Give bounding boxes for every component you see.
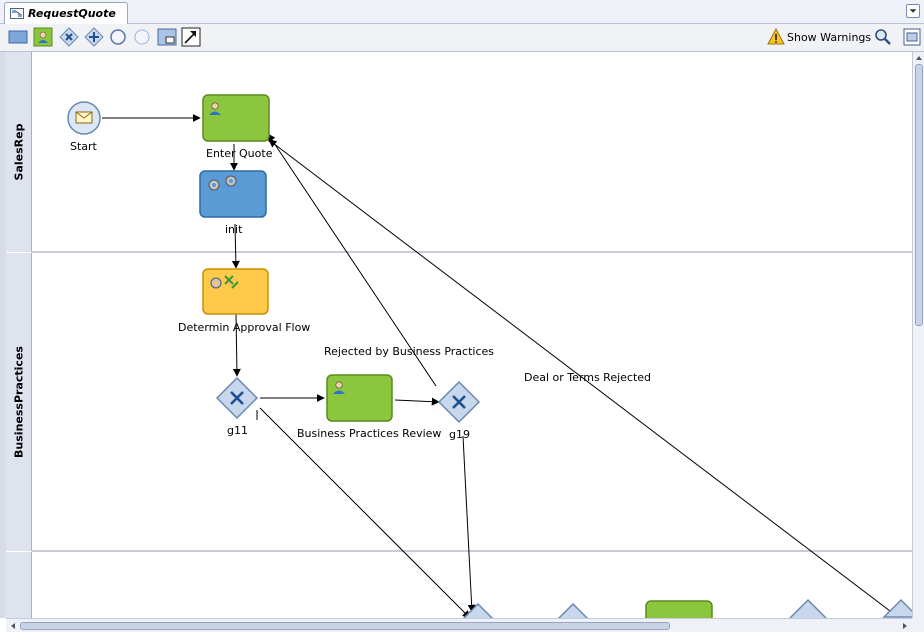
g19-gateway[interactable]	[437, 380, 481, 424]
scroll-up-icon[interactable]	[914, 53, 924, 63]
flow-g19-down	[462, 435, 476, 613]
task-partial[interactable]	[645, 600, 713, 618]
flow-g19-to-enter-quote	[267, 133, 437, 387]
lane-salesrep[interactable]: SalesRep	[6, 52, 32, 252]
flow-init-to-determin	[231, 223, 240, 269]
tab-request-quote[interactable]: RequestQuote	[4, 2, 128, 24]
start-event[interactable]	[67, 101, 101, 135]
flow-g11-down	[259, 407, 471, 618]
lane-businesspractices[interactable]: BusinessPractices	[6, 253, 32, 551]
flow-determin-to-g11	[232, 313, 241, 377]
show-warnings-button[interactable]: Show Warnings	[787, 31, 872, 44]
flow-diagram	[67, 94, 912, 618]
add-icon[interactable]	[84, 27, 104, 47]
editor-tab-bar: RequestQuote	[0, 0, 924, 24]
start-event-icon[interactable]	[108, 27, 128, 47]
init-task[interactable]	[199, 170, 267, 218]
gateway-partial[interactable]	[788, 598, 828, 618]
g11-gateway[interactable]	[215, 376, 259, 420]
gateway-partial[interactable]	[555, 602, 591, 618]
flow-label-deal-rejected: Deal or Terms Rejected	[524, 371, 652, 384]
horizontal-scroll-thumb[interactable]	[20, 622, 670, 630]
overview-icon[interactable]	[902, 27, 922, 47]
enter-quote-task[interactable]	[202, 94, 270, 142]
business-practices-review-task[interactable]	[326, 374, 393, 422]
lane-divider	[32, 550, 912, 552]
node-label-start: Start	[70, 140, 97, 153]
lane-divider	[32, 251, 912, 253]
warning-icon[interactable]	[766, 27, 786, 47]
scroll-left-icon[interactable]	[8, 621, 18, 631]
tab-list-dropdown-icon[interactable]	[906, 4, 920, 18]
node-label-init: init	[225, 223, 243, 236]
vertical-scrollbar[interactable]	[912, 52, 924, 618]
process-canvas[interactable]: SalesRep BusinessPractices	[0, 52, 912, 618]
gateway-partial[interactable]	[460, 602, 496, 618]
flow-label-rejected-bp: Rejected by Business Practices	[324, 345, 495, 358]
diagram-toolbar: Show Warnings	[0, 24, 924, 52]
delete-icon[interactable]	[59, 27, 79, 47]
fit-icon[interactable]	[157, 27, 177, 47]
determin-approval-task[interactable]	[202, 268, 269, 315]
gateway-partial[interactable]	[882, 598, 912, 618]
horizontal-scrollbar[interactable]	[6, 618, 912, 632]
scroll-right-icon[interactable]	[900, 621, 910, 631]
node-label-g19: g19	[449, 428, 470, 441]
search-icon[interactable]	[873, 27, 893, 47]
scroll-corner	[912, 618, 924, 632]
role-icon[interactable]	[33, 27, 53, 47]
flow-deal-rejected	[268, 139, 895, 615]
end-event-icon[interactable]	[132, 27, 152, 47]
connect-icon[interactable]	[181, 27, 201, 47]
tab-title: RequestQuote	[28, 7, 116, 20]
node-label-determin: Determin Approval Flow	[178, 321, 311, 334]
node-label-enter-quote: Enter Quote	[206, 147, 273, 160]
flow-review-to-g19	[394, 397, 440, 406]
lane-icon[interactable]	[8, 27, 28, 47]
process-diagram-icon	[10, 8, 24, 19]
lane-third[interactable]	[6, 552, 32, 618]
node-label-g11: g11	[227, 424, 248, 437]
vertical-scroll-thumb[interactable]	[915, 64, 923, 326]
node-label-bp-review: Business Practices Review	[297, 427, 442, 440]
